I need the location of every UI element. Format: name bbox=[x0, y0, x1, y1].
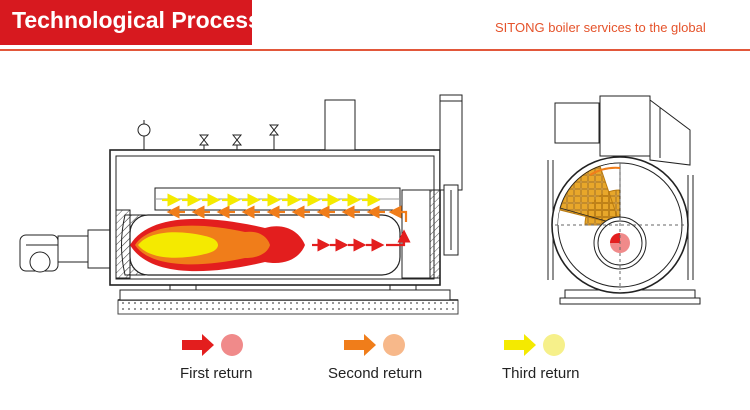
third-return-arrow-icon bbox=[504, 334, 565, 356]
boiler-side-view bbox=[19, 94, 463, 315]
legend-label-first-return: First return bbox=[180, 365, 253, 382]
flame bbox=[130, 218, 305, 272]
second-return-flow bbox=[166, 205, 408, 222]
page-title: Technological Process bbox=[12, 7, 261, 33]
first-return-flow bbox=[312, 229, 411, 252]
first-return-arrow-icon bbox=[182, 334, 243, 356]
tagline: SITONG boiler services to the global bbox=[495, 20, 706, 35]
end-view-sectional bbox=[558, 162, 621, 226]
legend-label-third-return: Third return bbox=[502, 365, 580, 382]
second-return-arrow-icon bbox=[344, 334, 405, 356]
title-banner: Technological Process bbox=[0, 0, 261, 45]
legend-label-second-return: Second return bbox=[328, 365, 423, 382]
header-divider bbox=[0, 49, 750, 51]
end-view-furnace bbox=[555, 163, 685, 290]
boiler-diagram bbox=[19, 94, 701, 315]
